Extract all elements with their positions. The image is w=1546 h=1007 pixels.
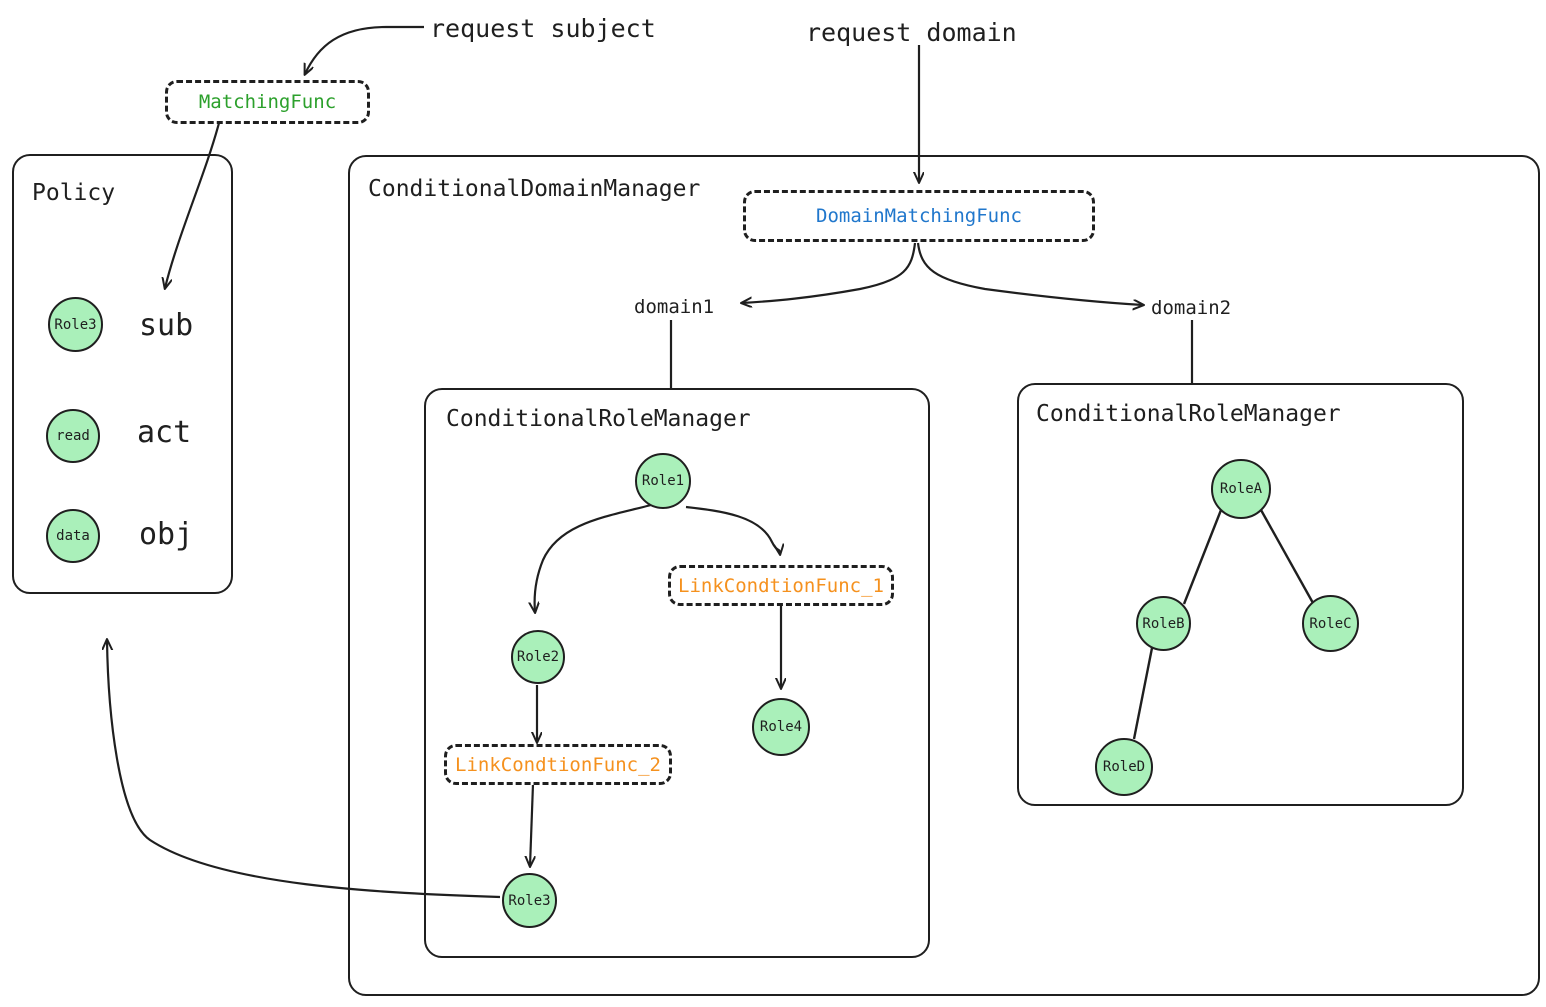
role-node-roled-label: RoleD xyxy=(1102,759,1146,775)
request-subject-label: request subject xyxy=(430,14,656,43)
link-condtion-func-1-label: LinkCondtionFunc_1 xyxy=(678,574,884,597)
policy-attr-obj: obj xyxy=(139,517,194,552)
policy-node-obj-label: data xyxy=(56,528,90,544)
conditional-domain-manager-container xyxy=(348,155,1540,996)
role-node-role1-label: Role1 xyxy=(641,473,685,489)
role-node-roleb-label: RoleB xyxy=(1142,615,1185,632)
role-node-rolec-label: RoleC xyxy=(1309,615,1352,632)
policy-attr-sub: sub xyxy=(139,308,194,343)
role-node-rolea[interactable]: RoleA xyxy=(1211,459,1271,519)
role-node-rolea-label: RoleA xyxy=(1219,481,1263,497)
conditional-role-manager-left-title: ConditionalRoleManager xyxy=(446,406,751,432)
policy-attr-act: act xyxy=(137,415,192,450)
policy-title: Policy xyxy=(32,180,116,206)
matching-func-box[interactable]: MatchingFunc xyxy=(165,80,370,124)
role-node-roleb[interactable]: RoleB xyxy=(1136,596,1191,651)
request-domain-label: request domain xyxy=(806,18,1017,47)
domain1-label: domain1 xyxy=(634,296,715,318)
policy-node-act[interactable]: read xyxy=(46,409,100,463)
conditional-role-manager-right-title: ConditionalRoleManager xyxy=(1036,401,1341,427)
domain-matching-func-label: DomainMatchingFunc xyxy=(816,205,1022,227)
policy-container xyxy=(12,154,233,594)
policy-node-sub[interactable]: Role3 xyxy=(48,297,103,352)
policy-node-act-label: read xyxy=(56,428,90,444)
link-condtion-func-1-box[interactable]: LinkCondtionFunc_1 xyxy=(668,565,894,606)
role-node-role3-label: Role3 xyxy=(508,892,551,909)
link-condtion-func-2-box[interactable]: LinkCondtionFunc_2 xyxy=(444,744,672,785)
policy-node-obj[interactable]: data xyxy=(46,509,100,563)
role-node-role2-label: Role2 xyxy=(516,649,560,665)
edge-request-subject xyxy=(305,25,424,74)
conditional-domain-manager-title: ConditionalDomainManager xyxy=(368,176,701,202)
role-node-role3[interactable]: Role3 xyxy=(502,873,557,928)
conditional-role-manager-right-container xyxy=(1017,383,1464,806)
role-node-role4[interactable]: Role4 xyxy=(752,698,810,756)
role-node-role2[interactable]: Role2 xyxy=(511,630,565,684)
domain-matching-func-box[interactable]: DomainMatchingFunc xyxy=(743,190,1095,242)
matching-func-label: MatchingFunc xyxy=(198,91,337,113)
role-node-roled[interactable]: RoleD xyxy=(1095,738,1153,796)
role-node-role4-label: Role4 xyxy=(759,719,803,735)
role-node-role1[interactable]: Role1 xyxy=(635,453,691,509)
role-node-rolec[interactable]: RoleC xyxy=(1302,595,1359,652)
policy-node-sub-label: Role3 xyxy=(54,316,97,333)
link-condtion-func-2-label: LinkCondtionFunc_2 xyxy=(455,753,661,776)
conditional-role-manager-left-container xyxy=(424,388,930,958)
domain2-label: domain2 xyxy=(1151,297,1232,319)
